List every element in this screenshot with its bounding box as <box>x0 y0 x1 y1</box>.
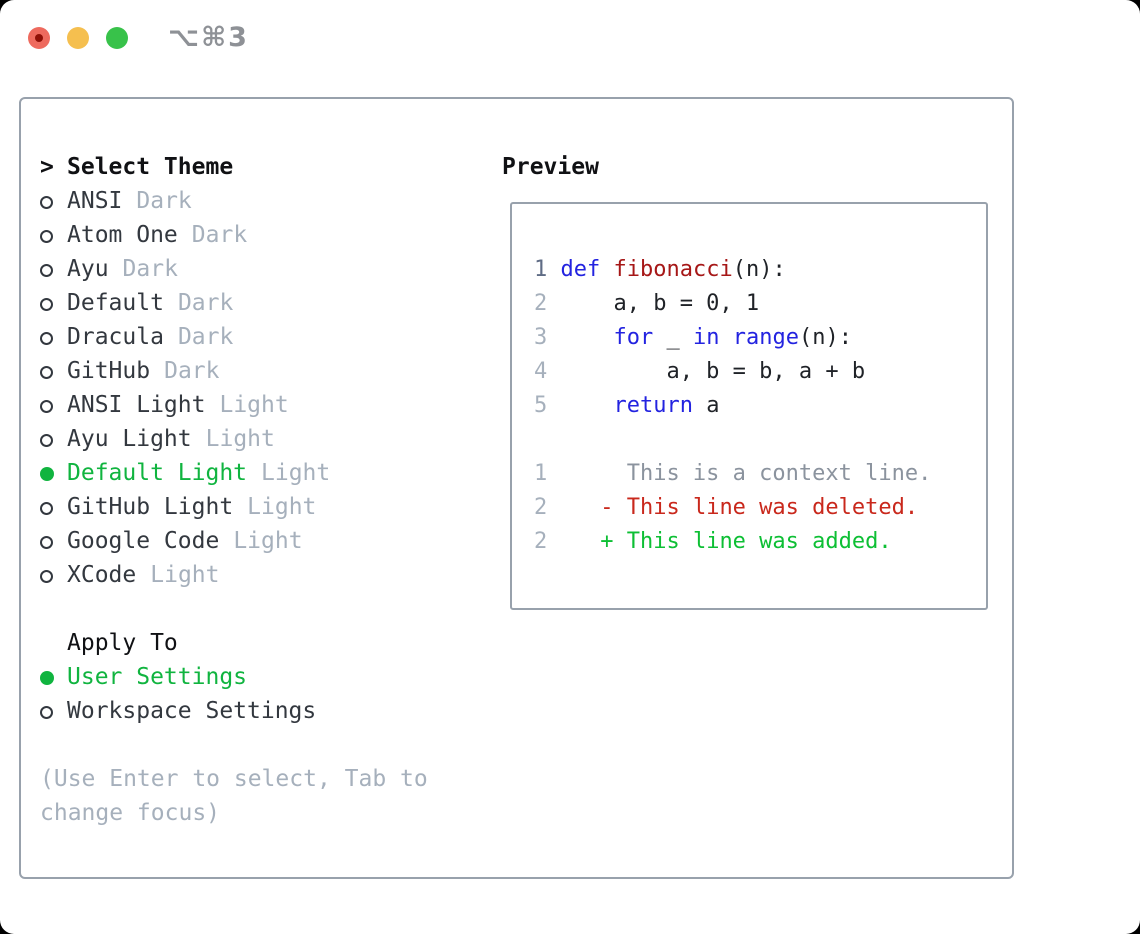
diff-line: 2 + This line was added. <box>534 525 931 559</box>
line-number: 1 <box>534 257 548 282</box>
radio-icon <box>40 218 67 252</box>
code-line: 2 a, b = 0, 1 <box>534 287 931 321</box>
theme-option-github[interactable]: GitHub Dark <box>40 354 480 388</box>
radio-icon <box>40 252 67 286</box>
theme-option-default[interactable]: Default Dark <box>40 286 480 320</box>
theme-option-label: Ayu <box>67 256 109 282</box>
theme-option-label: GitHub Light <box>67 494 234 520</box>
radio-icon <box>40 694 67 728</box>
theme-variant-label: Dark <box>122 256 178 282</box>
theme-option-atom-one[interactable]: Atom One Dark <box>40 218 480 252</box>
line-number: 2 <box>534 529 548 554</box>
radio-icon <box>40 558 67 592</box>
theme-option-xcode[interactable]: XCode Light <box>40 558 480 592</box>
theme-option-label: XCode <box>67 562 137 588</box>
code-line <box>534 423 931 457</box>
radio-icon <box>40 184 67 218</box>
theme-variant-label: Light <box>233 528 303 554</box>
code-line: 4 a, b = b, a + b <box>534 355 931 389</box>
focus-marker: > <box>40 154 54 180</box>
apply-option-user-settings[interactable]: User Settings <box>40 660 480 694</box>
diff-line: 2 - This line was deleted. <box>534 491 931 525</box>
theme-variant-label: Light <box>261 460 331 486</box>
apply-option-label: Workspace Settings <box>67 698 317 724</box>
line-number: 1 <box>534 461 548 486</box>
theme-option-label: Dracula <box>67 324 164 350</box>
close-button[interactable] <box>28 27 50 49</box>
minimize-button[interactable] <box>67 27 89 49</box>
line-number: 2 <box>534 291 548 316</box>
code-line: 3 for _ in range(n): <box>534 321 931 355</box>
theme-option-label: Default <box>67 290 164 316</box>
radio-icon <box>40 320 67 354</box>
line-number: 5 <box>534 393 548 418</box>
titlebar: ⌥⌘3 <box>0 0 1140 76</box>
theme-variant-label: Light <box>150 562 220 588</box>
theme-option-label: ANSI <box>67 188 123 214</box>
theme-option-ayu[interactable]: Ayu Dark <box>40 252 480 286</box>
window-title: ⌥⌘3 <box>168 22 249 53</box>
theme-option-label: Atom One <box>67 222 178 248</box>
line-number: 3 <box>534 325 548 350</box>
code-line: 5 return a <box>534 389 931 423</box>
theme-option-google-code[interactable]: Google Code Light <box>40 524 480 558</box>
theme-option-label: Ayu Light <box>67 426 192 452</box>
radio-icon <box>40 354 67 388</box>
theme-variant-label: Light <box>219 392 289 418</box>
theme-option-ansi-light[interactable]: ANSI Light Light <box>40 388 480 422</box>
theme-variant-label: Dark <box>136 188 192 214</box>
section-gap <box>40 728 480 762</box>
theme-option-label: GitHub <box>67 358 151 384</box>
apply-option-workspace-settings[interactable]: Workspace Settings <box>40 694 480 728</box>
theme-list-heading-row: > Select Theme <box>40 150 480 184</box>
line-number: 4 <box>534 359 548 384</box>
preview-heading: Preview <box>502 154 599 180</box>
radio-selected-icon <box>40 456 67 490</box>
radio-icon <box>40 490 67 524</box>
radio-icon <box>40 286 67 320</box>
radio-icon <box>40 388 67 422</box>
theme-option-label: Google Code <box>67 528 220 554</box>
apply-option-label: User Settings <box>67 664 248 690</box>
theme-variant-label: Light <box>247 494 317 520</box>
diff-line: 1 This is a context line. <box>534 457 931 491</box>
zoom-button[interactable] <box>106 27 128 49</box>
theme-option-github-light[interactable]: GitHub Light Light <box>40 490 480 524</box>
radio-icon <box>40 524 67 558</box>
theme-variant-label: Light <box>205 426 275 452</box>
theme-option-dracula[interactable]: Dracula Dark <box>40 320 480 354</box>
theme-variant-label: Dark <box>177 290 234 316</box>
theme-option-label: Default Light <box>67 460 248 486</box>
theme-option-ansi[interactable]: ANSI Dark <box>40 184 480 218</box>
help-hint: (Use Enter to select, Tab to change focu… <box>40 766 428 826</box>
theme-option-ayu-light[interactable]: Ayu Light Light <box>40 422 480 456</box>
theme-option-default-light[interactable]: Default Light Light <box>40 456 480 490</box>
theme-variant-label: Dark <box>191 222 248 248</box>
section-gap <box>40 592 480 626</box>
radio-selected-icon <box>40 660 67 694</box>
theme-option-label: ANSI Light <box>67 392 206 418</box>
radio-icon <box>40 422 67 456</box>
apply-to-heading-row: Apply To <box>40 626 480 660</box>
line-number: 2 <box>534 495 548 520</box>
select-theme-heading: Select Theme <box>67 154 234 180</box>
theme-variant-label: Dark <box>177 324 234 350</box>
theme-variant-label: Dark <box>164 358 220 384</box>
apply-to-heading: Apply To <box>67 630 178 656</box>
